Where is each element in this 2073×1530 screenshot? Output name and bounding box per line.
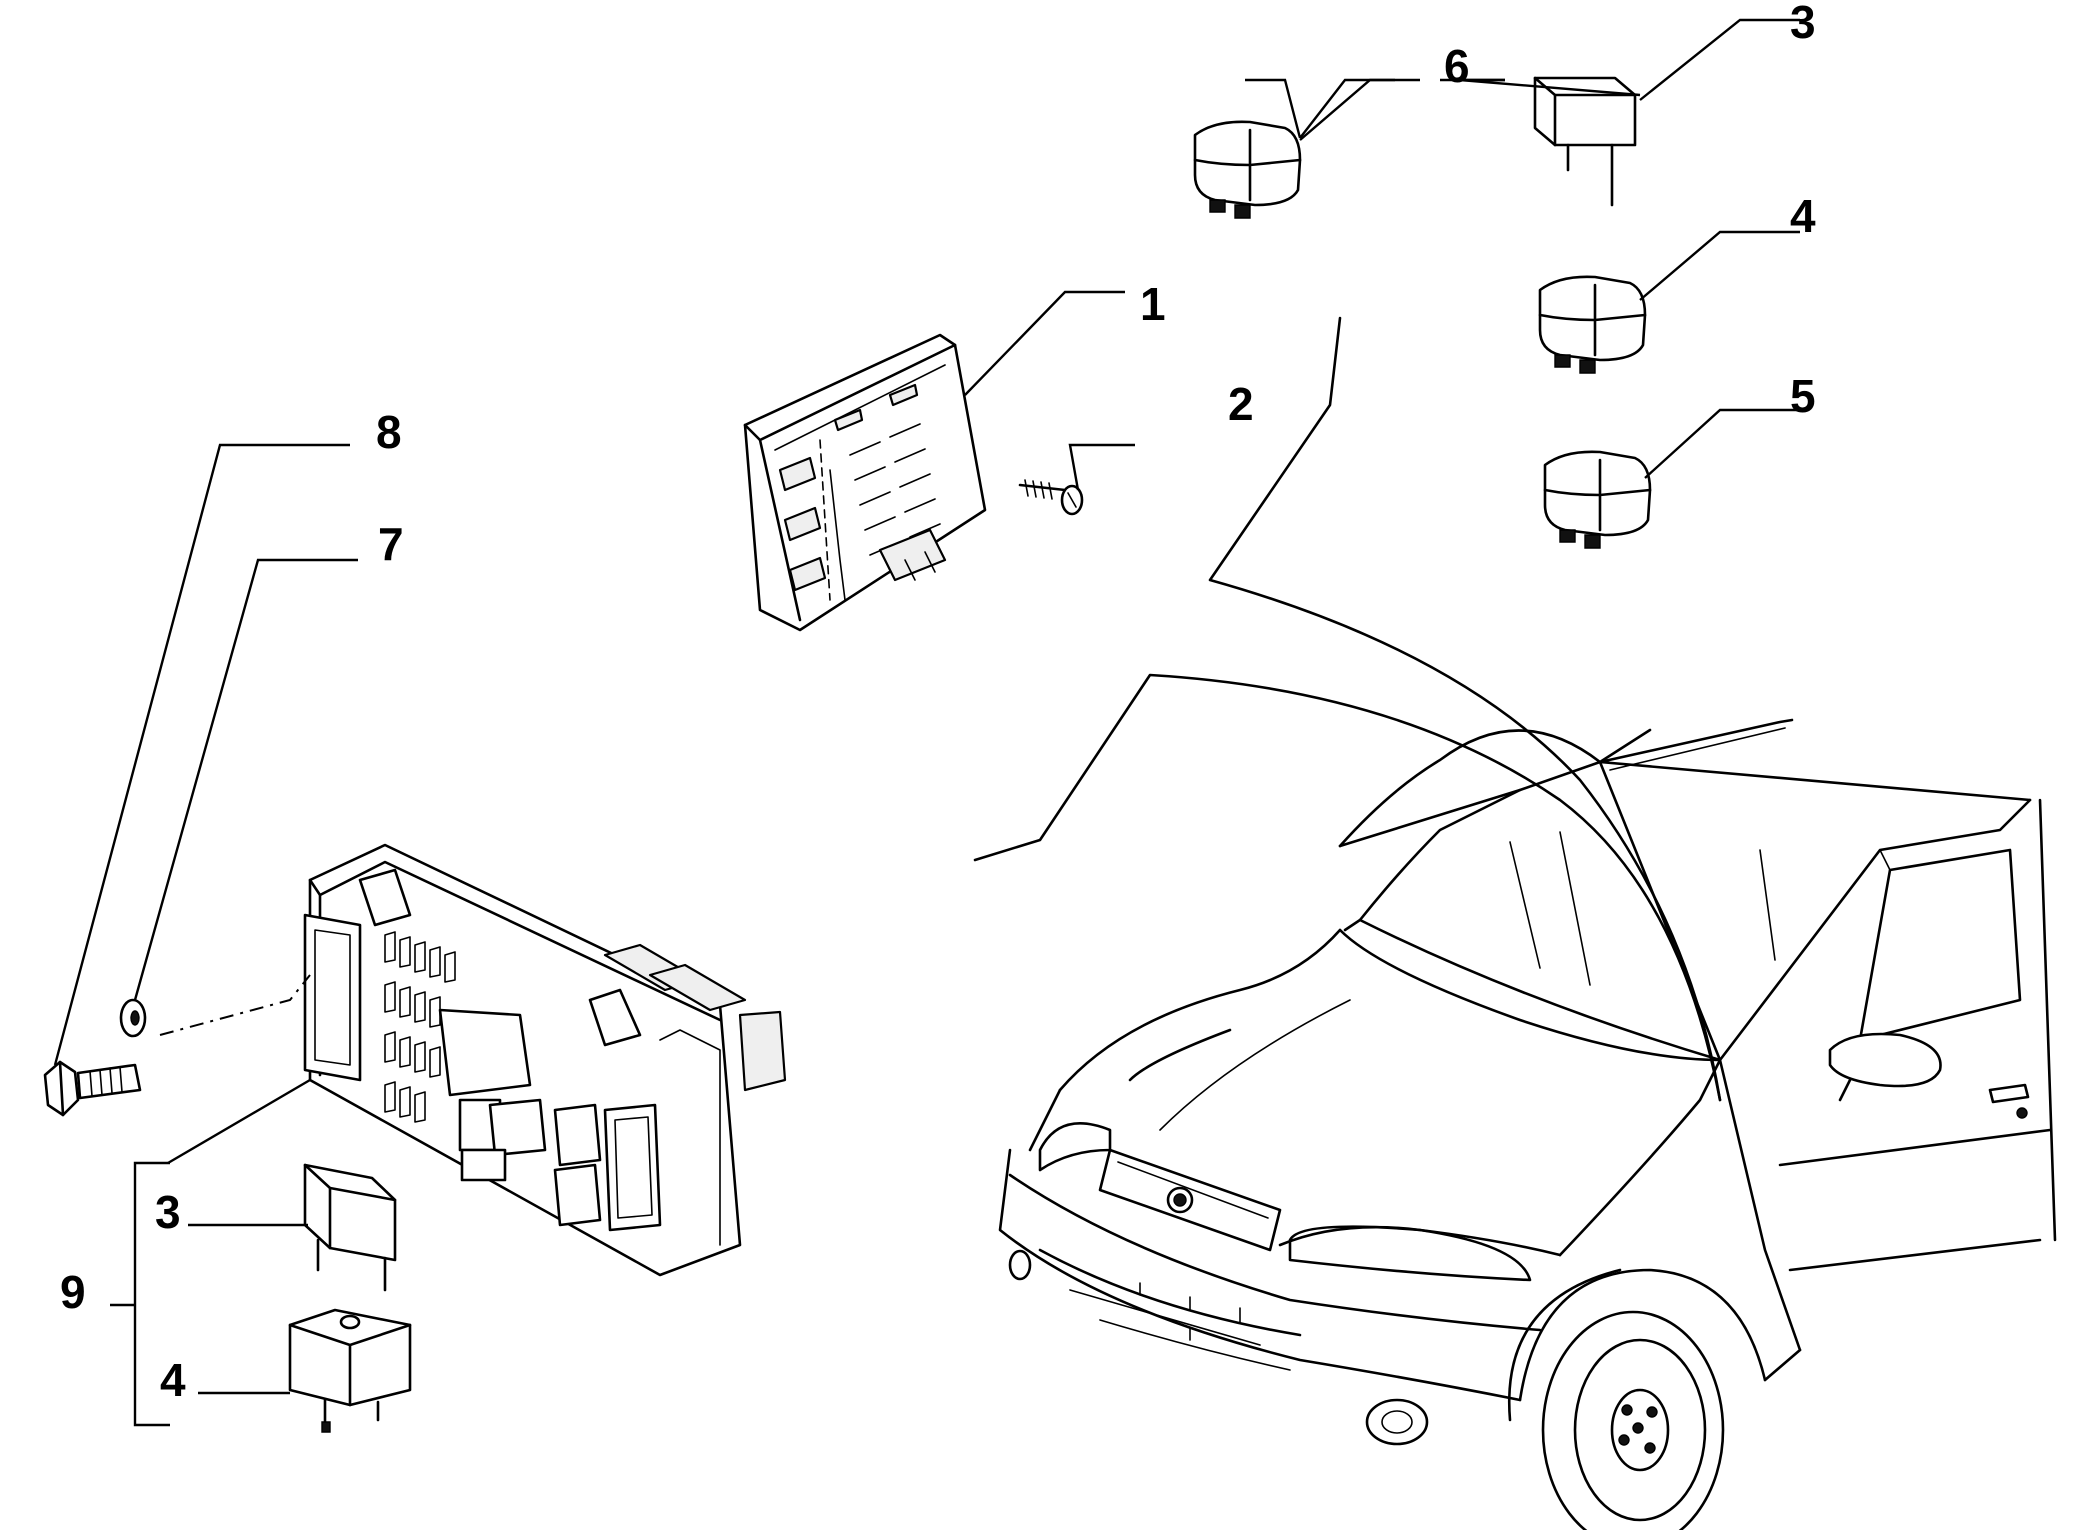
mounting-axis [159,974,311,1036]
bolt-8 [43,1060,142,1117]
relay-4-top [1538,275,1647,374]
relay-6 [1193,120,1302,219]
callout-3-top: 3 [1790,0,1816,48]
car-illustration [973,316,2057,1530]
blade-fuse-top [1533,76,1637,207]
fuse-box-lower [303,843,787,1277]
fuse-box-upper [743,333,987,632]
callout-5: 5 [1790,370,1816,422]
callout-6: 6 [1444,40,1470,92]
callout-4-bottom: 4 [160,1354,186,1406]
leader-lines [53,18,1800,1427]
relay-4-bottom [288,1308,412,1433]
callout-1: 1 [1140,278,1166,330]
blade-fuse-bottom [303,1163,397,1292]
callout-labels: 1 2 3 4 5 6 7 8 3 4 9 [60,0,1816,1406]
washer-7 [119,998,147,1038]
relay-5 [1543,450,1652,549]
callout-2: 2 [1228,378,1254,430]
callout-3-bottom: 3 [155,1186,181,1238]
callout-8: 8 [376,406,402,458]
callout-4-top: 4 [1790,190,1816,242]
callout-7: 7 [378,518,404,570]
screw-2 [1018,479,1084,516]
callout-9: 9 [60,1266,86,1318]
